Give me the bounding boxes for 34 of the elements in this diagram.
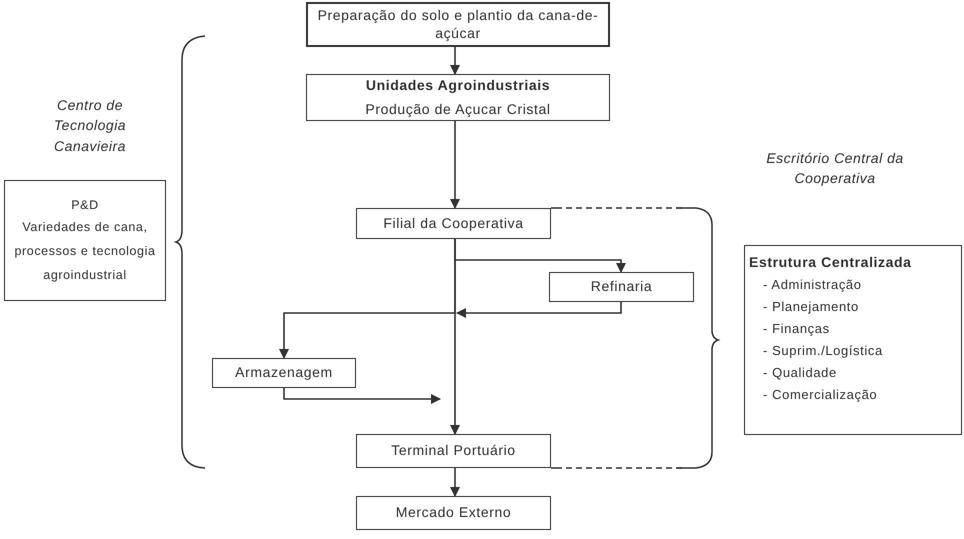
box-heading: Estrutura Centralizada (749, 254, 912, 272)
box-heading: Unidades Agroindustriais (366, 77, 550, 94)
arrow (450, 239, 460, 435)
list-item: - Qualidade (762, 364, 837, 382)
process-box (306, 2, 610, 47)
box-text: Armazenagem (235, 364, 333, 382)
process-box (356, 434, 551, 468)
arrow (450, 121, 460, 209)
group-label: Escritório Central da Cooperativa (765, 149, 905, 188)
box-text: Filial da Cooperativa (383, 214, 524, 232)
box-text: Variedades de cana, processos e tecnologia agroindustrial (13, 218, 157, 284)
box-text: Refinaria (590, 278, 652, 296)
box-text: Preparação do solo e plantio da cana-de-açúcar (316, 7, 600, 42)
process-box (549, 272, 694, 302)
box-text: P&D (71, 196, 99, 214)
list-item: - Finanças (762, 320, 830, 338)
box-text: Produção de Açucar Cristal (365, 100, 551, 118)
process-box (356, 208, 551, 239)
arrow (456, 302, 622, 318)
list-item: - Suprim./Logística (762, 342, 883, 360)
box-text: Terminal Portuário (391, 442, 516, 460)
process-box (356, 496, 551, 530)
arrow (450, 468, 460, 497)
process-box (212, 358, 356, 388)
list-item: - Administração (762, 276, 862, 294)
list-item: - Planejamento (762, 298, 859, 316)
box-text: Mercado Externo (396, 504, 512, 522)
arrow (450, 47, 460, 75)
info-box (4, 180, 166, 301)
arrow (283, 388, 441, 404)
info-box (744, 245, 962, 435)
process-box (306, 74, 610, 121)
list-item: - Comercialização (762, 386, 878, 404)
group-label: Centro de Tecnologia Canavieira (52, 96, 128, 156)
